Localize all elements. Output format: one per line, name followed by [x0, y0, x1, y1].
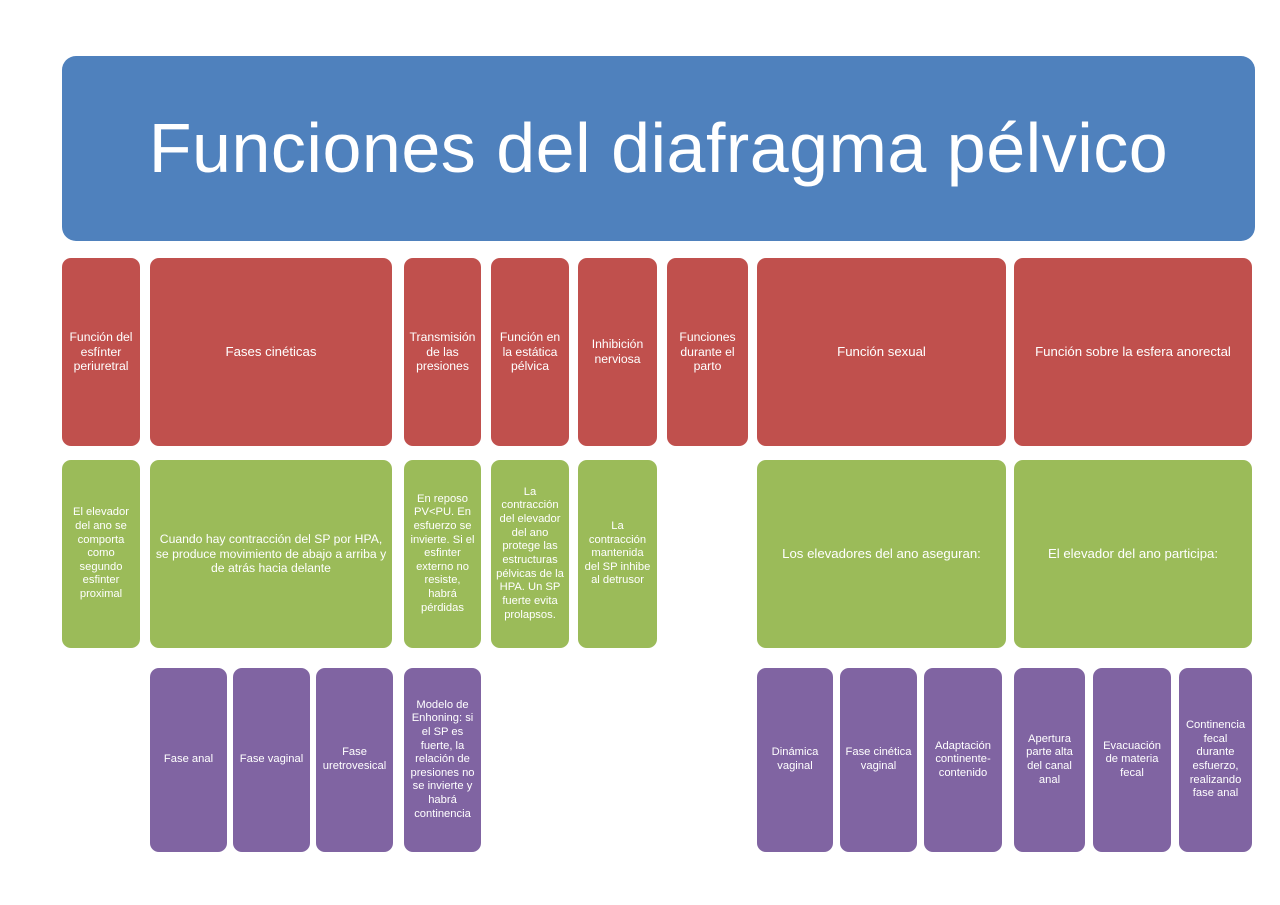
node-label: Dinámica vaginal — [771, 746, 819, 772]
node-label: La contracción del elevador del ano prot… — [496, 485, 564, 621]
node-label: Fase uretrovesical — [322, 746, 387, 772]
node-label: Adaptación continente-contenido — [935, 739, 991, 779]
node-funcion-estatica-pelvica[interactable]: Función en la estática pélvica — [491, 258, 569, 446]
node-label: Evacuación de materia fecal — [1103, 739, 1161, 779]
node-fases-cineticas[interactable]: Fases cinéticas — [150, 258, 392, 446]
node-label: La contracción mantenida del SP inhibe a… — [584, 519, 651, 587]
node-label: Fase anal — [163, 753, 214, 766]
node-funcion-esfera-anorectal[interactable]: Función sobre la esfera anorectal — [1014, 258, 1252, 446]
node-evacuacion-materia-fecal[interactable]: Evacuación de materia fecal — [1093, 668, 1171, 852]
diagram-title-banner: Funciones del diafragma pélvico — [62, 56, 1255, 241]
node-label: Funciones durante el parto — [679, 329, 736, 374]
node-elevadores-aseguran[interactable]: Los elevadores del ano aseguran: — [757, 460, 1006, 648]
node-reposo-pv-pu[interactable]: En reposo PV<PU. En esfuerzo se invierte… — [404, 460, 481, 648]
node-label: Fase vaginal — [239, 753, 304, 766]
node-label: Inhibición nerviosa — [591, 337, 644, 366]
node-adaptacion-continente-contenido[interactable]: Adaptación continente-contenido — [924, 668, 1002, 852]
node-label: El elevador del ano participa: — [1047, 545, 1219, 561]
node-fase-uretrovesical[interactable]: Fase uretrovesical — [316, 668, 393, 852]
node-fase-cinetica-vaginal[interactable]: Fase cinética vaginal — [840, 668, 917, 852]
node-label: Función sexual — [837, 343, 926, 359]
node-fase-anal[interactable]: Fase anal — [150, 668, 227, 852]
node-dinamica-vaginal[interactable]: Dinámica vaginal — [757, 668, 833, 852]
node-label: Apertura parte alta del canal anal — [1026, 732, 1073, 786]
node-continencia-fecal-esfuerzo[interactable]: Continencia fecal durante esfuerzo, real… — [1179, 668, 1252, 852]
page-title: Funciones del diafragma pélvico — [148, 108, 1169, 187]
node-label: Modelo de Enhoning: si el SP es fuerte, … — [410, 698, 475, 820]
node-label: Función del esfínter periuretral — [69, 329, 133, 374]
node-label: En reposo PV<PU. En esfuerzo se invierte… — [410, 492, 475, 614]
node-label: Continencia fecal durante esfuerzo, real… — [1185, 719, 1246, 800]
node-label: Función sobre la esfera anorectal — [1035, 343, 1231, 359]
node-funcion-esfinter-periuretral[interactable]: Función del esfínter periuretral — [62, 258, 140, 446]
node-elevador-participa[interactable]: El elevador del ano participa: — [1014, 460, 1252, 648]
node-label: Cuando hay contracción del SP por HPA, s… — [155, 531, 387, 576]
node-transmision-presiones[interactable]: Transmisión de las presiones — [404, 258, 481, 446]
node-label: El elevador del ano se comporta como seg… — [73, 506, 129, 601]
node-apertura-canal-anal[interactable]: Apertura parte alta del canal anal — [1014, 668, 1085, 852]
node-contraccion-protege-estructuras[interactable]: La contracción del elevador del ano prot… — [491, 460, 569, 648]
node-label: Transmisión de las presiones — [409, 329, 476, 374]
node-contraccion-sp-hpa[interactable]: Cuando hay contracción del SP por HPA, s… — [150, 460, 392, 648]
node-label: Función en la estática pélvica — [499, 329, 561, 374]
node-label: Fase cinética vaginal — [845, 746, 912, 772]
node-label: Los elevadores del ano aseguran: — [782, 545, 981, 561]
node-fase-vaginal[interactable]: Fase vaginal — [233, 668, 310, 852]
node-funciones-durante-parto[interactable]: Funciones durante el parto — [667, 258, 748, 446]
node-inhibicion-nerviosa[interactable]: Inhibición nerviosa — [578, 258, 657, 446]
node-modelo-enhoning[interactable]: Modelo de Enhoning: si el SP es fuerte, … — [404, 668, 481, 852]
node-contraccion-mantenida-detrusor[interactable]: La contracción mantenida del SP inhibe a… — [578, 460, 657, 648]
node-elevador-segundo-esfinter[interactable]: El elevador del ano se comporta como seg… — [62, 460, 140, 648]
node-label: Fases cinéticas — [225, 343, 317, 359]
node-funcion-sexual[interactable]: Función sexual — [757, 258, 1006, 446]
